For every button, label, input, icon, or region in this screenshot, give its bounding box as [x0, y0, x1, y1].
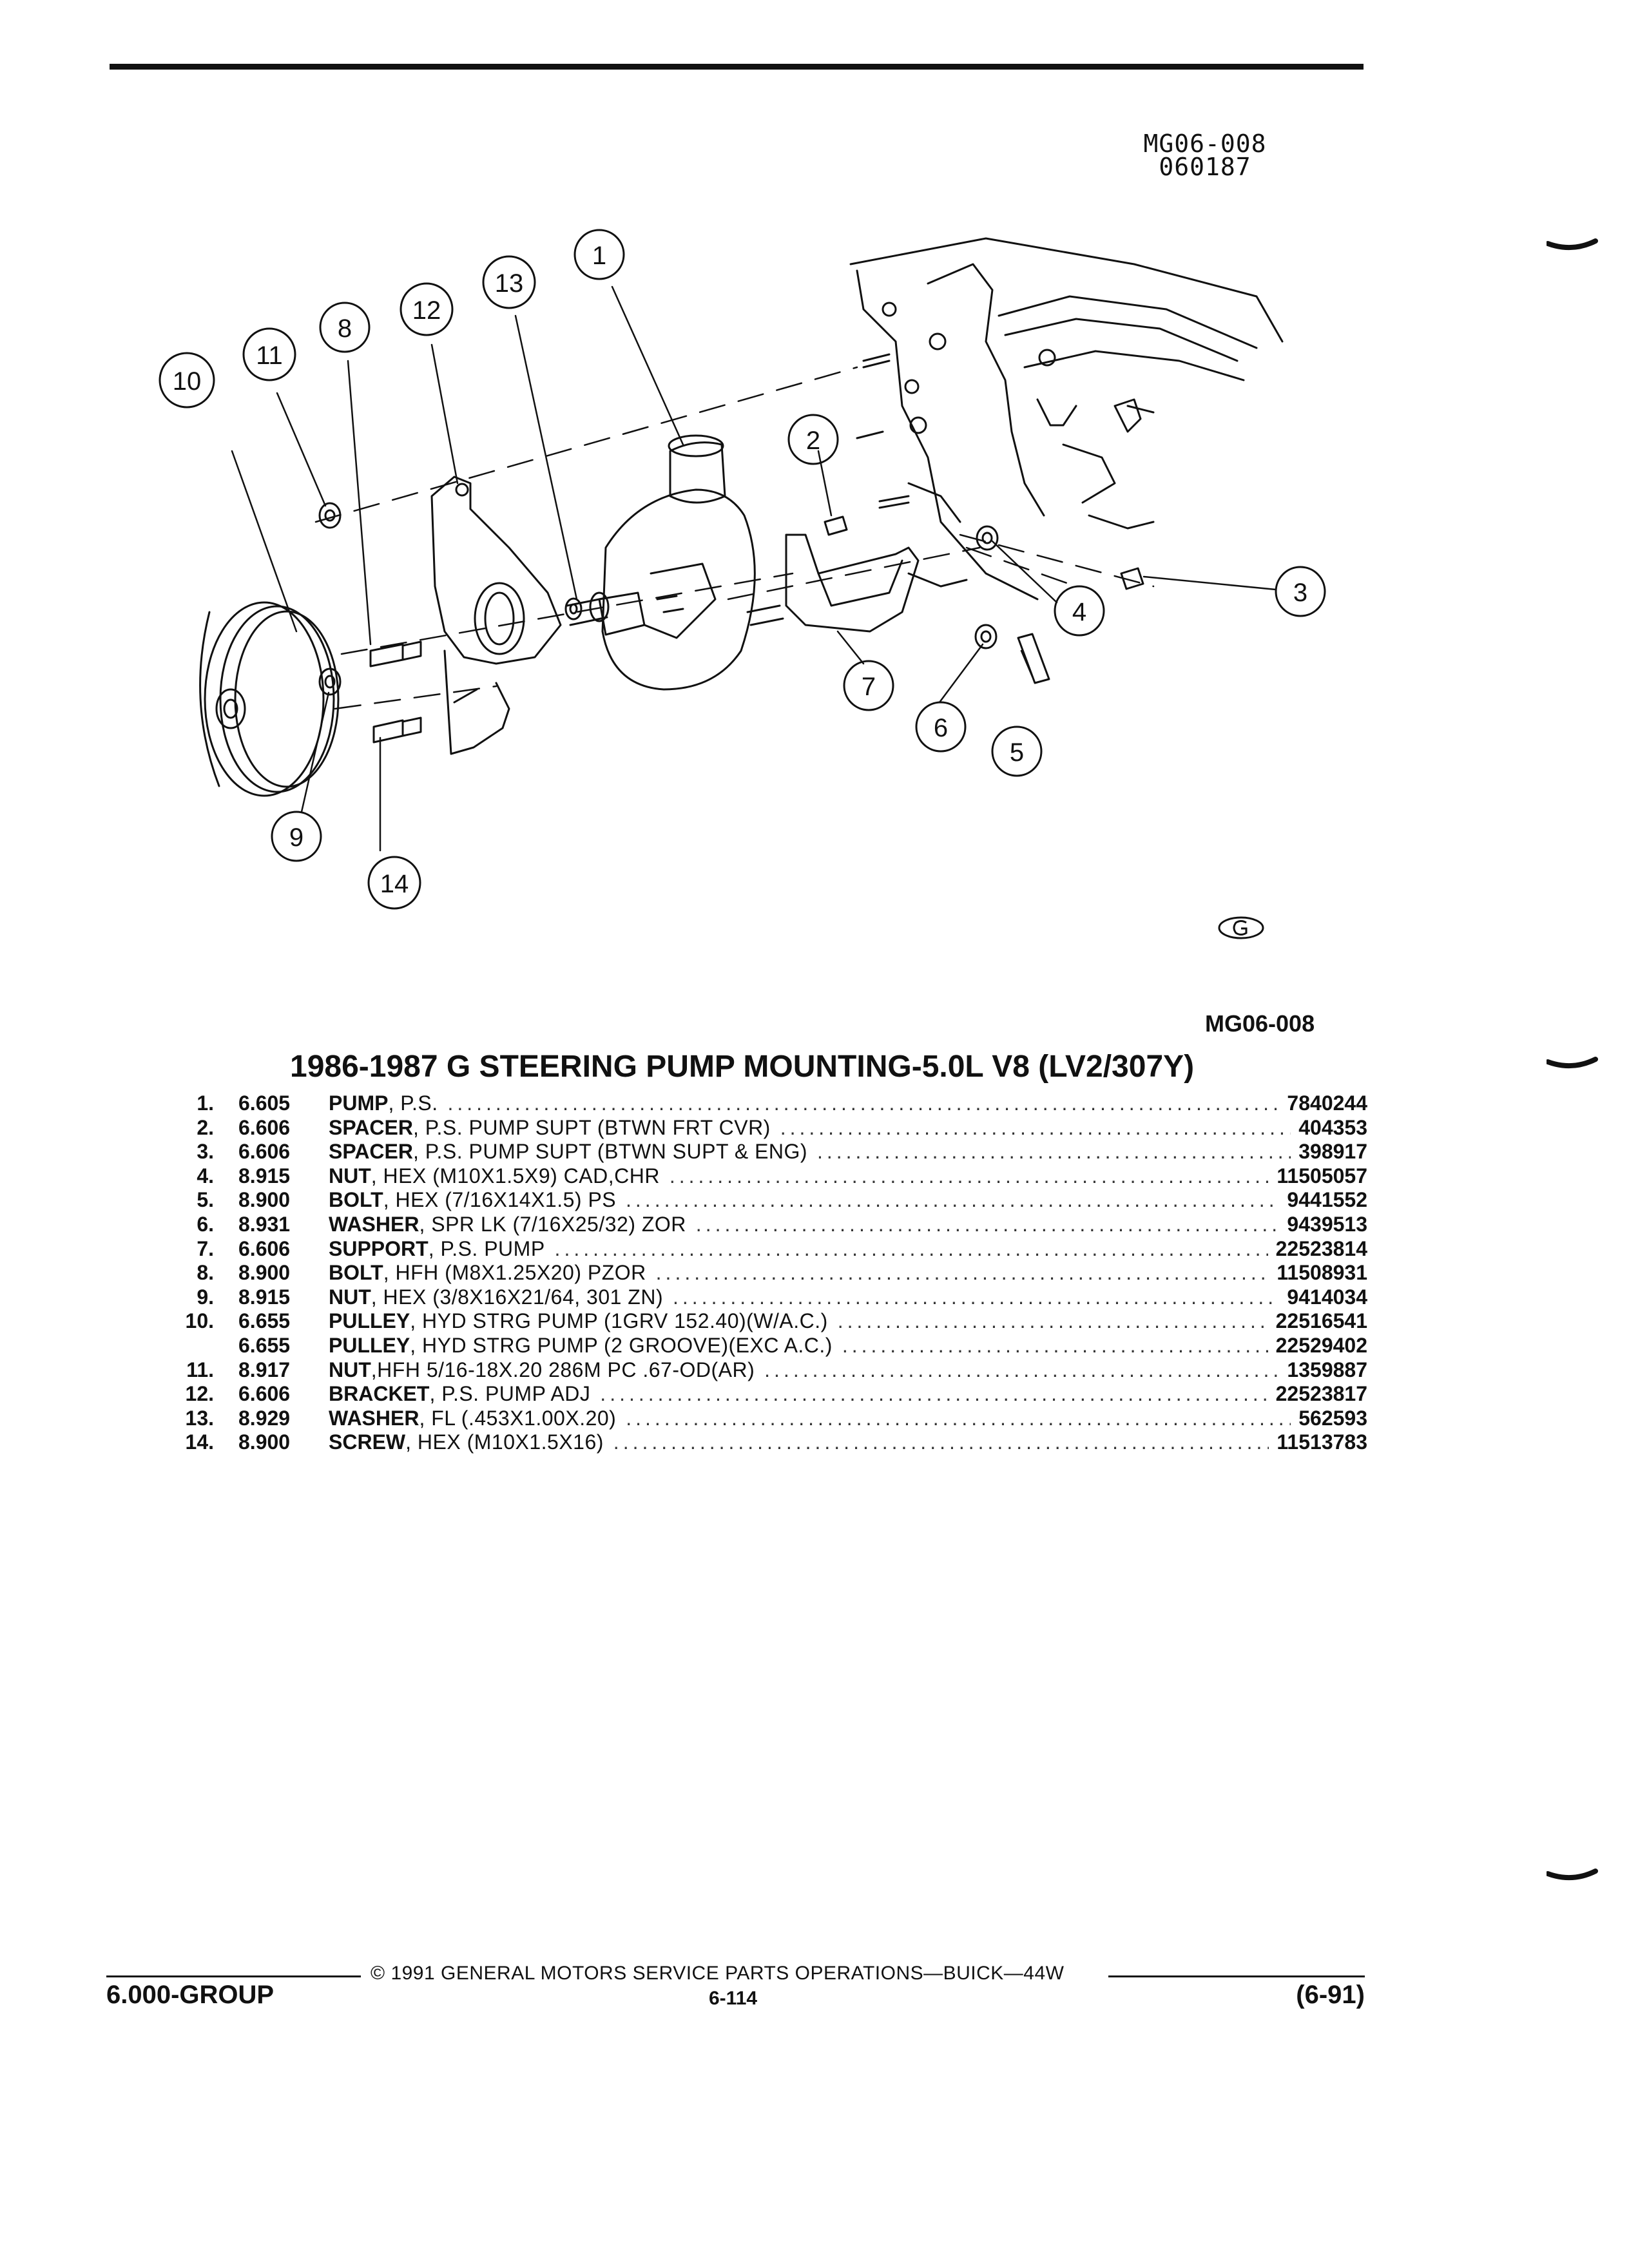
- binder-mark: [1547, 1057, 1598, 1069]
- svg-text:6: 6: [934, 714, 948, 742]
- callout-12: 12: [400, 282, 454, 336]
- callout-11: 11: [242, 327, 296, 381]
- callout-1: 1: [574, 229, 625, 280]
- callout-8: 8: [319, 302, 371, 353]
- svg-text:4: 4: [1072, 598, 1086, 626]
- illustration-code: MG06-008 060187: [1121, 130, 1289, 181]
- callout-4: 4: [1054, 585, 1105, 637]
- svg-text:1: 1: [592, 242, 606, 270]
- group-label: 6.000-GROUP: [106, 1981, 275, 2009]
- callout-10: 10: [159, 352, 215, 408]
- svg-text:7: 7: [862, 673, 876, 701]
- callout-7: 7: [843, 660, 894, 711]
- figure-id: MG06-008: [1205, 1010, 1315, 1037]
- footer-rule-left: [106, 1975, 361, 1977]
- copyright-notice: © 1991 GENERAL MOTORS SERVICE PARTS OPER…: [371, 1963, 1065, 1984]
- svg-text:14: 14: [380, 870, 409, 898]
- footer-rule-right: [1108, 1975, 1365, 1977]
- revision-date: (6-91): [1296, 1981, 1365, 2009]
- binder-mark: [1547, 1869, 1598, 1881]
- callout-6: 6: [915, 701, 967, 753]
- gm-g-logo-icon: [1218, 916, 1264, 939]
- engine-block: [849, 237, 1284, 601]
- parts-list-title: 1986-1987 G STEERING PUMP MOUNTING-5.0L …: [290, 1050, 1195, 1084]
- svg-text:3: 3: [1293, 579, 1307, 607]
- pulley: [199, 601, 340, 797]
- binder-mark: [1547, 238, 1598, 251]
- pump-support: [746, 533, 968, 633]
- svg-text:11: 11: [256, 341, 283, 370]
- callout-14: 14: [367, 856, 421, 910]
- callout-13: 13: [482, 255, 536, 309]
- svg-text:5: 5: [1010, 738, 1024, 767]
- callout-2: 2: [787, 414, 839, 465]
- svg-text:9: 9: [289, 823, 304, 852]
- illustration-code-line1: MG06-008: [1143, 130, 1267, 158]
- svg-text:10: 10: [173, 367, 202, 396]
- bracket: [430, 476, 562, 755]
- page-number: 6-114: [709, 1988, 758, 2009]
- illustration-code-line2: 060187: [1159, 153, 1251, 181]
- steering-pump: [566, 434, 756, 691]
- callout-3: 3: [1275, 566, 1326, 617]
- callout-9: 9: [271, 811, 322, 862]
- svg-text:2: 2: [806, 427, 820, 455]
- exploded-view-diagram: 1 2 3 4 5 6 7 8 9 10 11 12 13 14: [159, 229, 1326, 910]
- svg-text:12: 12: [412, 296, 441, 325]
- svg-text:8: 8: [338, 314, 352, 343]
- top-rule: [110, 64, 1364, 70]
- callout-5: 5: [991, 726, 1043, 777]
- svg-text:13: 13: [495, 269, 524, 298]
